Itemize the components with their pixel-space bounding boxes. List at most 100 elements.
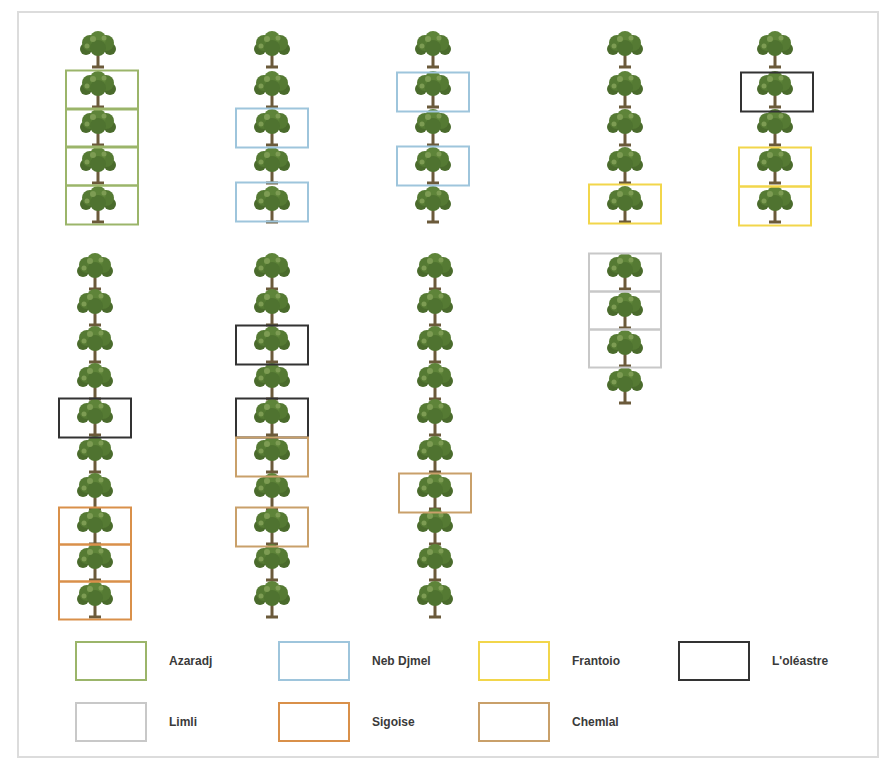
olive-tree (254, 186, 290, 222)
figure-frame (18, 12, 878, 757)
olive-tree (417, 363, 453, 399)
legend-entry: Frantoio (478, 641, 620, 681)
legend-swatch (478, 702, 550, 742)
variety-box (66, 71, 138, 110)
legend-entry: L'oléastre (678, 641, 828, 681)
olive-tree (417, 399, 453, 435)
variety-box (59, 582, 131, 620)
olive-tree (80, 109, 116, 145)
olive-tree (80, 71, 116, 107)
olive-tree (757, 186, 793, 222)
olive-tree (607, 186, 643, 222)
olive-tree (77, 289, 113, 325)
olive-tree (607, 71, 643, 107)
variety-box (236, 183, 308, 222)
legend-label: Neb Djmel (372, 654, 431, 668)
legend-swatch (278, 641, 350, 681)
olive-tree (77, 581, 113, 617)
olive-tree (254, 399, 290, 435)
olive-tree (417, 436, 453, 472)
legend-swatch (75, 641, 147, 681)
olive-tree (607, 31, 643, 67)
olive-tree (607, 367, 643, 403)
olive-tree (80, 147, 116, 183)
olive-tree (417, 544, 453, 580)
olive-tree (254, 363, 290, 399)
variety-box (59, 545, 131, 582)
olive-tree (757, 147, 793, 183)
legend-entry: Sigoise (278, 702, 415, 742)
legend-label: Azaradj (169, 654, 212, 668)
olive-tree (757, 31, 793, 67)
variety-box (589, 185, 661, 224)
legend-label: L'oléastre (772, 654, 828, 668)
legend-label: Frantoio (572, 654, 620, 668)
olive-tree (415, 71, 451, 107)
olive-tree (607, 292, 643, 328)
variety-box (236, 508, 308, 547)
variety-box (397, 73, 469, 112)
legend-entry: Azaradj (75, 641, 212, 681)
variety-box (589, 292, 661, 330)
legend-label: Chemlal (572, 715, 619, 729)
olive-tree (254, 109, 290, 145)
variety-boxes (59, 71, 813, 620)
olive-tree (77, 436, 113, 472)
olive-tree (77, 326, 113, 362)
olive-tree (417, 326, 453, 362)
variety-box (236, 326, 308, 365)
olive-tree (607, 253, 643, 289)
variety-box (236, 399, 308, 438)
variety-box (399, 474, 471, 513)
olive-tree (417, 473, 453, 509)
olive-tree (254, 289, 290, 325)
legend-swatch (478, 641, 550, 681)
variety-box (589, 254, 661, 292)
legend-entry: Chemlal (478, 702, 619, 742)
olive-tree (254, 253, 290, 289)
variety-box (59, 399, 131, 438)
olive-tree (607, 147, 643, 183)
olive-tree (254, 326, 290, 362)
tree-rows (77, 31, 793, 617)
variety-box (739, 148, 811, 187)
olive-tree (415, 147, 451, 183)
olive-tree (254, 436, 290, 472)
olive-tree (77, 508, 113, 544)
variety-box (66, 109, 138, 148)
variety-box (59, 508, 131, 545)
olive-tree (254, 581, 290, 617)
variety-box (739, 187, 811, 226)
olive-tree (77, 473, 113, 509)
olive-tree (415, 109, 451, 145)
olive-tree (77, 253, 113, 289)
olive-tree (80, 186, 116, 222)
olive-tree (254, 473, 290, 509)
olive-tree (415, 31, 451, 67)
olive-tree (254, 31, 290, 67)
variety-box (66, 186, 138, 225)
olive-tree (254, 147, 290, 183)
olive-tree (417, 253, 453, 289)
legend-entry: Neb Djmel (278, 641, 431, 681)
olive-tree (77, 363, 113, 399)
legend-swatch (278, 702, 350, 742)
olive-tree (417, 289, 453, 325)
olive-tree (77, 544, 113, 580)
olive-tree (757, 109, 793, 145)
olive-tree (77, 399, 113, 435)
legend-entry: Limli (75, 702, 197, 742)
legend-label: Sigoise (372, 715, 415, 729)
olive-tree (607, 330, 643, 366)
legend-label: Limli (169, 715, 197, 729)
olive-tree (417, 581, 453, 617)
olive-tree (757, 71, 793, 107)
olive-tree (254, 71, 290, 107)
variety-box (236, 109, 308, 148)
olive-tree (254, 544, 290, 580)
variety-box (397, 147, 469, 186)
legend-swatch (678, 641, 750, 681)
variety-box (589, 330, 661, 368)
olive-tree (415, 186, 451, 222)
